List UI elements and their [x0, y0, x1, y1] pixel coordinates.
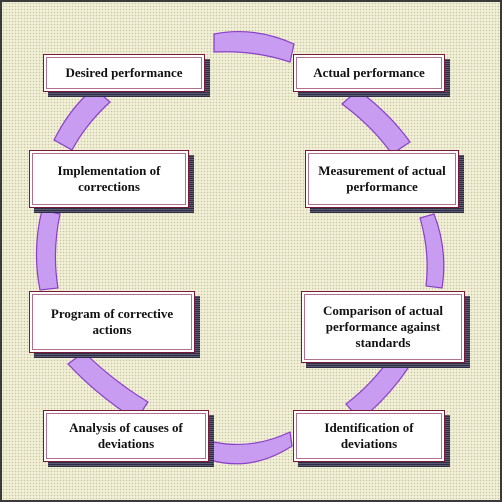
arc-top-right — [341, 89, 411, 155]
node-analysis: Analysis of causes of deviations — [43, 410, 214, 467]
arc-bottom — [209, 431, 293, 465]
node-implementation: Implementation of corrections — [29, 150, 194, 213]
node-actual-performance: Actual performance — [293, 54, 450, 97]
node-implementation-label: Implementation of corrections — [29, 150, 189, 208]
node-desired-performance-label: Desired performance — [43, 54, 205, 92]
arc-top-left — [53, 87, 111, 151]
node-identification: Identification of deviations — [293, 410, 450, 467]
node-comparison: Comparison of actual performance against… — [301, 291, 470, 368]
arc-right — [419, 213, 445, 289]
arc-top — [213, 30, 295, 63]
node-measurement: Measurement of actual performance — [305, 150, 464, 213]
node-measurement-label: Measurement of actual performance — [305, 150, 459, 208]
arc-left — [35, 209, 61, 291]
arc-bottom-right — [345, 357, 409, 421]
node-identification-label: Identification of deviations — [293, 410, 445, 462]
node-program: Program of corrective actions — [29, 291, 200, 358]
node-desired-performance: Desired performance — [43, 54, 210, 97]
node-comparison-label: Comparison of actual performance against… — [301, 291, 465, 363]
node-analysis-label: Analysis of causes of deviations — [43, 410, 209, 462]
node-program-label: Program of corrective actions — [29, 291, 195, 353]
node-actual-performance-label: Actual performance — [293, 54, 445, 92]
